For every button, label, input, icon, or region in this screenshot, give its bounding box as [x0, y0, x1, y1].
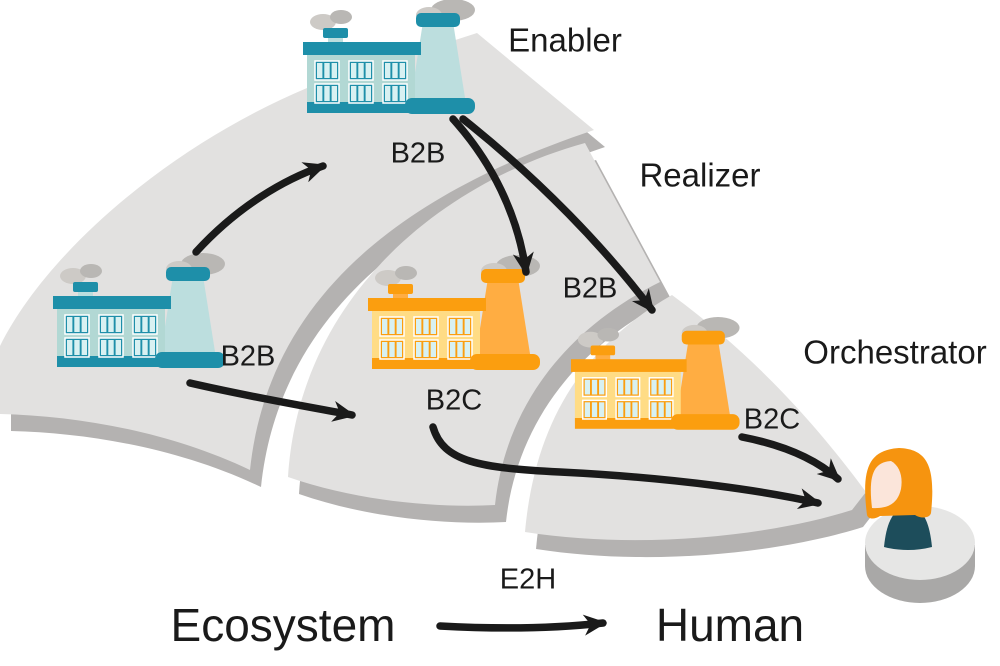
arrow-b2c-realizer-to-human	[429, 423, 822, 510]
label-b2c-orchestrator: B2C	[743, 403, 801, 436]
person-face	[870, 461, 902, 509]
arrow-b2b-supplier-to-enabler	[192, 162, 327, 256]
arrow-b2b-supplier-to-realizer	[186, 379, 356, 422]
arrow-b2c-orchestrator-to-human	[738, 433, 842, 483]
label-orchestrator: Orchestrator	[803, 333, 987, 371]
factory-enabler	[302, 0, 476, 115]
label-b2c-realizer: B2C	[425, 384, 483, 417]
arrow-e2h	[436, 614, 607, 636]
label-ecosystem: Ecosystem	[170, 599, 396, 651]
label-b2b-left: B2B	[220, 340, 276, 373]
label-b2b-enabler: B2B	[390, 137, 446, 170]
label-b2b-realizer: B2B	[562, 272, 618, 305]
arrow-b2b-enabler-to-realizer	[449, 115, 534, 276]
arrow-b2b-enabler-to-orchestrator	[459, 115, 656, 314]
label-realizer: Realizer	[639, 156, 761, 194]
label-enabler: Enabler	[508, 21, 622, 59]
human-figure	[865, 448, 975, 603]
label-human: Human	[655, 599, 805, 651]
label-e2h: E2H	[499, 563, 557, 596]
